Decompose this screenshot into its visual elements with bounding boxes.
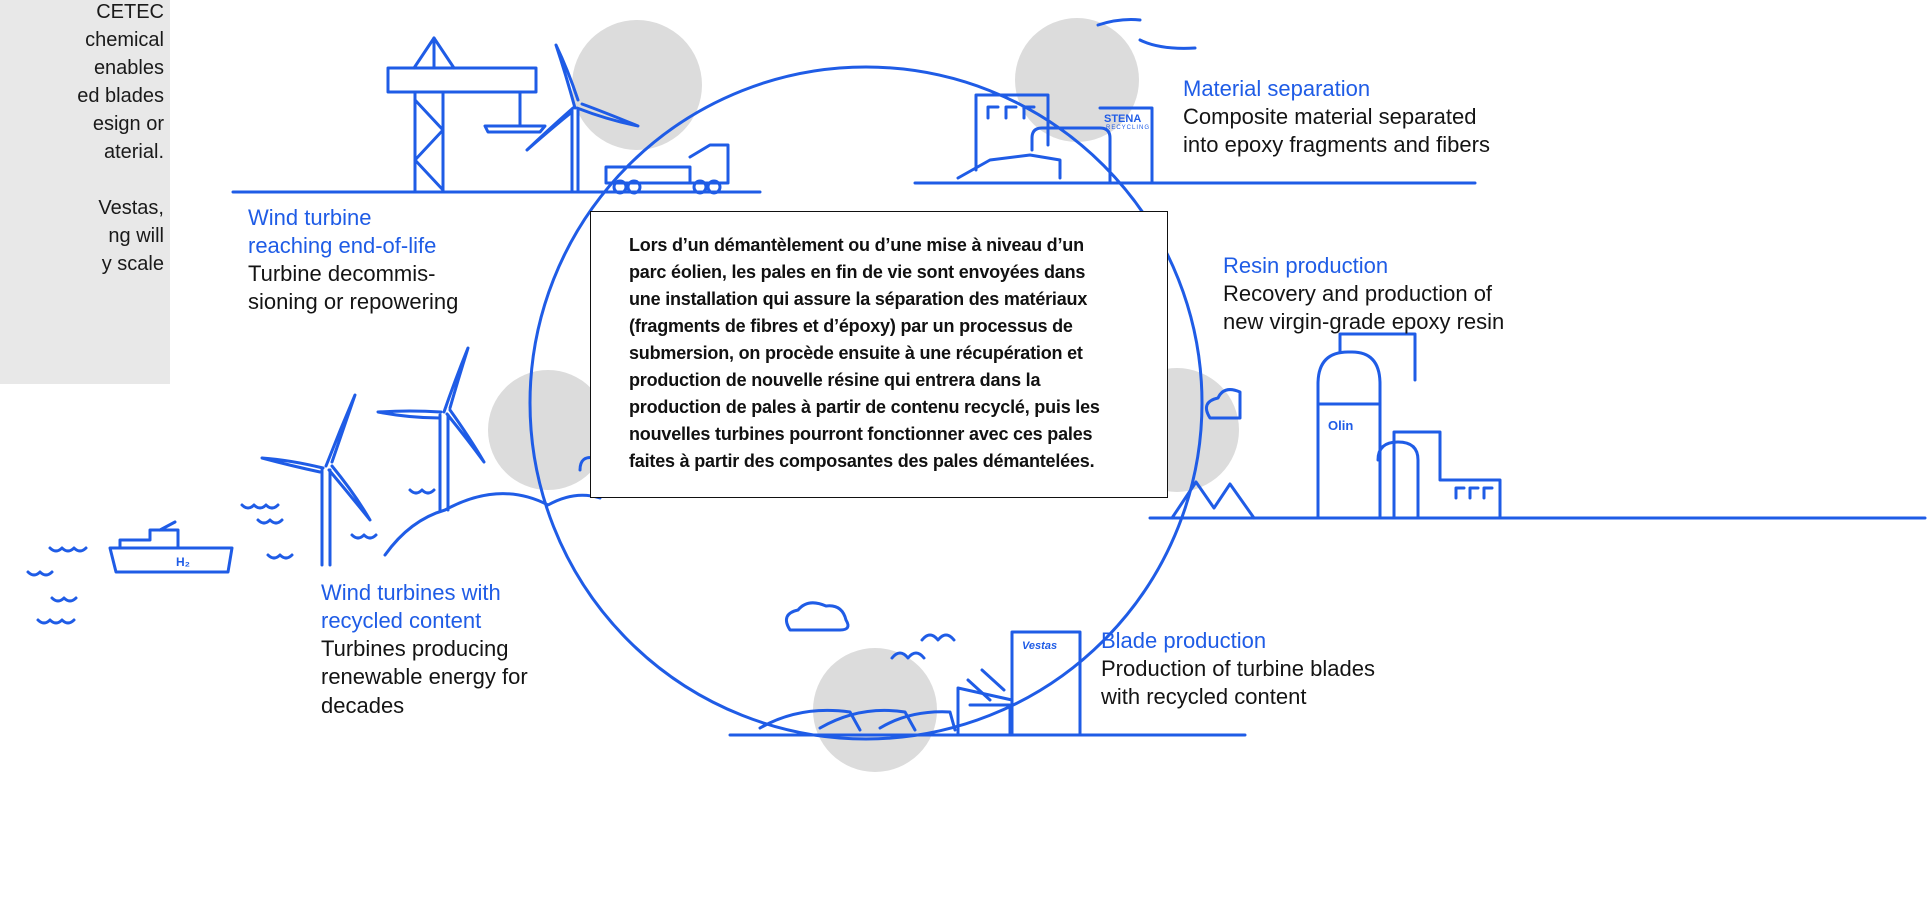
vestas-logo-text: Vestas xyxy=(1022,640,1058,652)
wind-turbine-icon xyxy=(525,43,640,194)
sidebar-line: CETEC xyxy=(96,1,164,23)
sidebar-line: y scale xyxy=(101,253,164,275)
stage-title: Wind turbines with xyxy=(321,580,501,605)
sidebar-line: ng will xyxy=(108,225,164,247)
stena-logo-text: STENA xyxy=(1104,113,1142,125)
sidebar-line: aterial. xyxy=(103,141,164,163)
vestas-logo: Vestas xyxy=(1022,640,1057,652)
stage-title: Resin production xyxy=(1223,253,1389,278)
sidebar-line: enables xyxy=(93,57,164,79)
hydrogen-boat-icon xyxy=(108,520,234,574)
stage-title: Wind turbine xyxy=(248,205,372,230)
stage-description: with recycled content xyxy=(1101,684,1307,710)
hydrogen-label: H₂ xyxy=(176,555,190,569)
stage-title: recycled content xyxy=(321,608,482,634)
waves-icon xyxy=(26,488,436,625)
sidebar-note: CETEC chemical enables ed blades esign o… xyxy=(0,0,170,384)
stage-description: sioning or repowering xyxy=(248,289,459,315)
sun-circle-crane xyxy=(572,20,702,150)
french-line: (fragments de fibres et d’époxy) par un … xyxy=(629,316,1073,336)
stage-resin-production: Resin production Recovery and production… xyxy=(1223,252,1504,336)
olin-logo: Olin xyxy=(1328,418,1353,433)
sidebar-line: chemical xyxy=(85,29,164,51)
stage-blade-production: Blade production Production of turbine b… xyxy=(1101,627,1375,711)
wind-turbines-icon xyxy=(260,346,602,567)
cloud-icon xyxy=(1204,388,1242,420)
stage-description: Turbine decommis- xyxy=(248,261,436,287)
french-line: production de pales à partir de contenu … xyxy=(629,397,1100,417)
french-line: nouvelles turbines pourront fonctionner … xyxy=(629,424,1093,444)
hydrogen-label-text: H₂ xyxy=(176,555,190,569)
cycle-ring xyxy=(528,65,1204,741)
olin-logo-text: Olin xyxy=(1328,418,1354,433)
stena-recycling-text: RECYCLING xyxy=(1106,125,1151,131)
stage-material-separation: Material separation Composite material s… xyxy=(1183,75,1490,159)
crane-icon xyxy=(386,36,547,194)
french-line: faites à partir des composantes des pale… xyxy=(629,451,1095,471)
stage-title: Material separation xyxy=(1183,76,1371,101)
cloud-icon xyxy=(784,601,850,632)
stage-end-of-life: Wind turbine reaching end-of-life Turbin… xyxy=(248,204,458,317)
french-line: une installation qui assure la séparatio… xyxy=(629,289,1088,309)
separation-plant-icon xyxy=(956,18,1197,185)
resin-plant-icon xyxy=(1170,332,1502,520)
stage-description: Recovery and production of xyxy=(1223,281,1493,307)
sidebar-line: esign or xyxy=(92,113,164,135)
french-line: Lors d’un démantèlement ou d’une mise à … xyxy=(629,235,1084,255)
french-line: submersion, on procède ensuite à une réc… xyxy=(629,343,1083,363)
stage-description: decades xyxy=(321,692,405,718)
stage-description: Composite material separated xyxy=(1183,104,1477,130)
blade-factory-icon xyxy=(758,630,1082,737)
stena-logo: STENA xyxy=(1104,113,1141,125)
sun-circle-turbines xyxy=(488,370,608,490)
stage-description: renewable energy for xyxy=(321,664,528,690)
french-line: parc éolien, les pales en fin de vie son… xyxy=(629,262,1086,282)
stage-description: into epoxy fragments and fibers xyxy=(1183,132,1490,158)
sun-circle-separation xyxy=(1015,18,1139,142)
stage-description: Turbines producing xyxy=(321,636,509,662)
stage-title: reaching end-of-life xyxy=(248,233,437,259)
stage-title: Blade production xyxy=(1101,628,1267,653)
truck-icon xyxy=(604,143,730,195)
french-explanation-box: Lors d’un démantèlement ou d’une mise à … xyxy=(590,211,1168,498)
stage-description: Production of turbine blades xyxy=(1101,656,1375,682)
stage-recycled-turbines: Wind turbines with recycled content Turb… xyxy=(321,579,528,720)
sidebar-line: ed blades xyxy=(77,85,164,107)
french-line: production de nouvelle résine qui entrer… xyxy=(629,370,1041,390)
stena-recycling-logo: RECYCLING xyxy=(1106,125,1150,131)
sidebar-line: Vestas, xyxy=(98,197,164,219)
stage-description: new virgin-grade epoxy resin xyxy=(1223,309,1505,335)
